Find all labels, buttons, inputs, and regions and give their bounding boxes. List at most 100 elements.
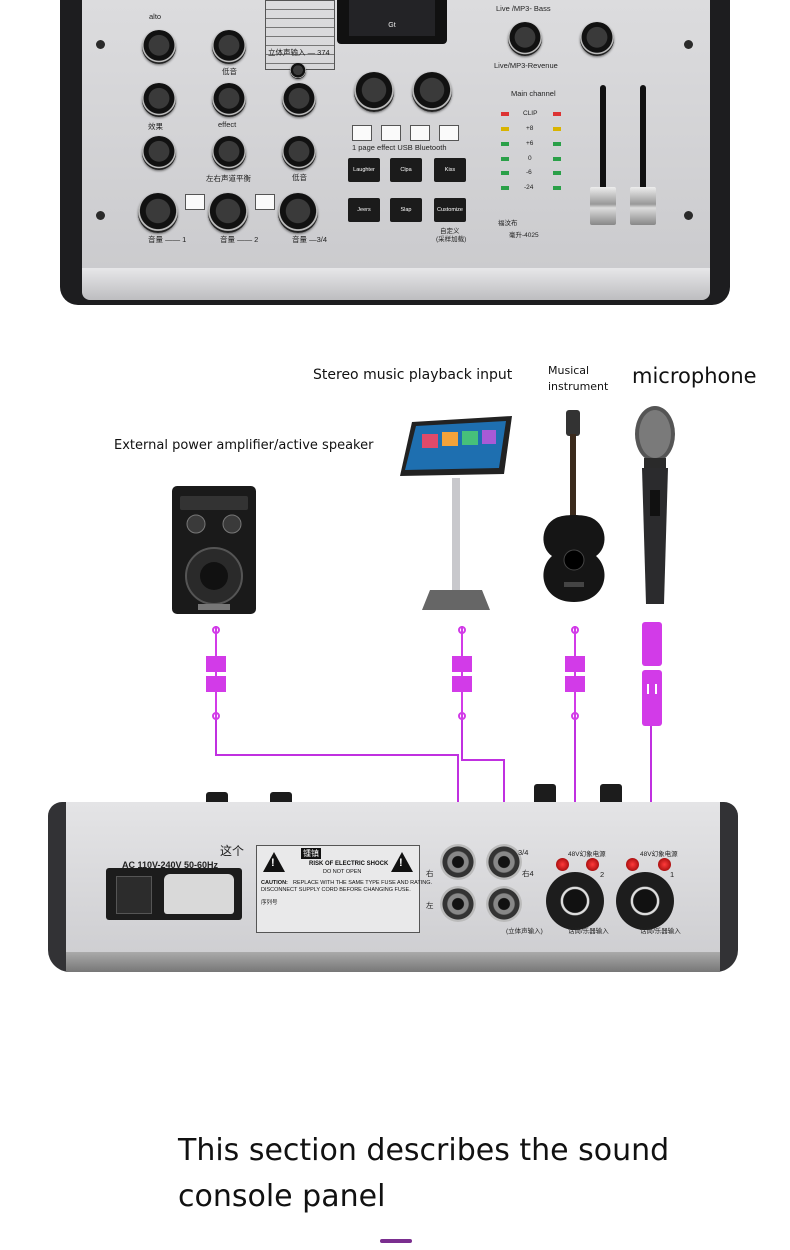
power-inlet-block (106, 868, 242, 920)
fader-track-right (640, 85, 646, 210)
led-m6-r (553, 171, 561, 175)
volume-knob-34[interactable] (278, 193, 318, 233)
xlr-plug-microphone (642, 622, 662, 726)
label-mic-inst-1: 话筒/乐器输入 (640, 928, 681, 935)
high-voltage-warning-icon (263, 852, 285, 872)
label-meter-8: +8 (526, 125, 534, 132)
effect-select-button-1[interactable] (352, 125, 372, 141)
label-stereo-input: Stereo music playback input (313, 367, 513, 383)
jack-stereo-in-34-left[interactable] (486, 886, 522, 922)
label-caution-text: REPLACE WITH THE SAME TYPE FUSE AND RATI… (293, 880, 433, 886)
bass-knob-2[interactable] (212, 83, 246, 117)
label-right4: 右4 (522, 869, 534, 878)
label-voltage: AC 110V-240V 50-60Hz (122, 860, 219, 870)
label-volume-2: 音量 —— 2 (220, 235, 259, 244)
jack-left-out[interactable] (440, 886, 476, 922)
headphone-jack-icon[interactable] (290, 63, 306, 79)
label-effect-bar: 1 page effect USB Bluetooth (352, 143, 447, 152)
pad-kiss[interactable]: Kiss (434, 158, 466, 182)
label-bass: 低音 (222, 67, 237, 76)
main-fader-right[interactable] (630, 187, 656, 225)
label-risk-title: RISK OF ELECTRIC SHOCK (309, 861, 389, 867)
label-meter-m24: -24 (524, 184, 534, 191)
rear-face-edge (66, 952, 720, 972)
label-stereo-in-34: 立体声输入 — 374 (268, 48, 330, 57)
treble-knob-2[interactable] (212, 30, 246, 64)
pad-slap[interactable]: Slap (390, 198, 422, 222)
effect-select-button-3[interactable] (410, 125, 430, 141)
label-alto: alto (149, 12, 162, 21)
connection-diagram (206, 622, 662, 880)
screen-text: Gt (388, 22, 396, 29)
feedback-suppress-button-2[interactable] (255, 194, 275, 210)
label-model-no: 毫升-4025 (509, 232, 539, 239)
top-mixer-lip (82, 268, 710, 300)
screw-icon (96, 211, 105, 220)
feedback-suppress-button-1[interactable] (185, 194, 205, 210)
reverb-master-knob[interactable] (580, 22, 614, 56)
phantom-power-button-2[interactable] (556, 858, 569, 871)
effect-knob-1[interactable] (142, 83, 176, 117)
combo-input-2[interactable] (546, 872, 604, 930)
label-custom-sub: (采样加载) (436, 236, 467, 243)
label-clip: CLIP (523, 110, 538, 117)
label-instrument: Musical instrument (548, 364, 609, 393)
label-amplifier: External power amplifier/active speaker (114, 438, 374, 453)
label-zhe-ge: 这个 (220, 844, 245, 858)
bass-master-knob[interactable] (508, 22, 542, 56)
label-main-channel: Main channel (511, 89, 556, 98)
knob-top-4 (600, 784, 622, 806)
led-8-r (553, 127, 561, 131)
power-switch[interactable] (116, 876, 152, 914)
main-fader-left[interactable] (590, 187, 616, 225)
phantom-led-2 (586, 858, 599, 871)
pad-customize[interactable]: Customize (434, 198, 466, 222)
jack-right-out[interactable] (440, 844, 476, 880)
pad-clap[interactable]: Clpa (390, 158, 422, 182)
effect-knob-2[interactable] (212, 136, 246, 170)
label-phantom-1: 48V幻象电源 (640, 851, 678, 858)
label-meter-m6: -6 (526, 169, 532, 176)
power-socket-icon[interactable] (164, 874, 234, 914)
led-clip-r (553, 112, 561, 116)
led-clip-l (501, 112, 509, 116)
label-balance-lr: 左右声道平衡 (206, 174, 251, 183)
label-serial: 序列号 (261, 900, 278, 906)
led-0-r (553, 157, 561, 161)
rear-panel: 这个 AC 110V-240V 50-60Hz 锺镇 RISK OF ELECT… (48, 780, 738, 990)
jack-plug-stereo (452, 626, 472, 720)
label-brand-cn: 锺镇 (301, 848, 321, 859)
effect-select-button-2[interactable] (381, 125, 401, 141)
pad-laughter[interactable]: Laughter (348, 158, 380, 182)
effect-delay-knob[interactable] (354, 72, 394, 112)
jack-stereo-in-34-right[interactable] (486, 844, 522, 880)
speaker-icon (172, 486, 256, 614)
knob-top-3 (534, 784, 556, 806)
caption-underline (380, 1239, 412, 1243)
volume-knob-2[interactable] (208, 193, 248, 233)
phantom-power-button-1[interactable] (626, 858, 639, 871)
jack-plug-instrument (565, 626, 585, 720)
mid-knob-34[interactable] (282, 83, 316, 117)
label-microphone: microphone (632, 364, 757, 388)
microphone-icon (635, 406, 675, 604)
effect-select-button-4[interactable] (439, 125, 459, 141)
pad-jeers[interactable]: Jeers (348, 198, 380, 222)
combo-input-1[interactable] (616, 872, 674, 930)
fader-track-left (600, 85, 606, 210)
label-volume-34: 音量 —3/4 (292, 235, 328, 244)
led-6-r (553, 142, 561, 146)
warning-label: 锺镇 RISK OF ELECTRIC SHOCK DO NOT OPEN CA… (256, 845, 432, 933)
effect-repeat-knob[interactable] (412, 72, 452, 112)
bass-knob-34[interactable] (282, 136, 316, 170)
led-m6-l (501, 171, 509, 175)
cable-stereo-input (461, 718, 505, 840)
balance-knob-1[interactable] (142, 136, 176, 170)
volume-knob-1[interactable] (138, 193, 178, 233)
label-effect-cn: 效果 (148, 122, 163, 131)
touchscreen-stand-icon (400, 416, 512, 610)
alto-knob[interactable] (142, 30, 176, 64)
label-right: 右 (426, 869, 434, 878)
top-mixer-panel: alto 效果 音量 —— 1 低音 effect 左右声道平衡 音量 —— 2… (60, 0, 730, 305)
label-custom-cn: 自定义 (440, 228, 460, 235)
